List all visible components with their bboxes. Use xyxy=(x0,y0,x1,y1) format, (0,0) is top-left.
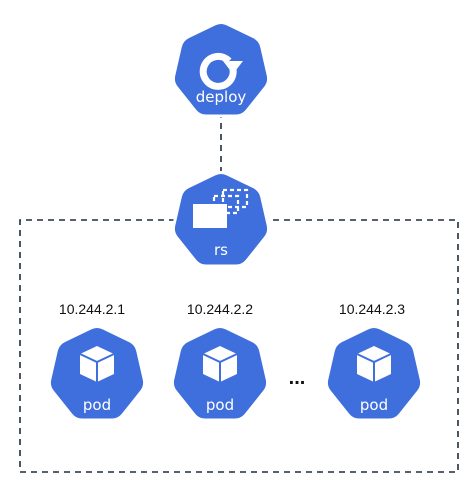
pod-node-2[interactable]: pod xyxy=(170,325,270,422)
pod-ip-label: 10.244.2.3 xyxy=(339,301,405,317)
deploy-label: deploy xyxy=(196,88,247,106)
pod-label: pod xyxy=(360,396,388,414)
cube-icon xyxy=(202,346,238,382)
replicaset-icon xyxy=(193,188,249,228)
rs-node[interactable]: rs xyxy=(171,171,271,268)
cube-icon xyxy=(79,346,115,382)
rs-label: rs xyxy=(214,241,228,259)
cube-icon xyxy=(356,346,392,382)
deploy-heptagon xyxy=(171,21,271,118)
pod-ip-label: 10.244.2.2 xyxy=(187,301,253,317)
more-pods-ellipsis: ... xyxy=(289,367,306,389)
refresh-icon xyxy=(199,52,243,90)
pod-label: pod xyxy=(83,396,111,414)
pod-label: pod xyxy=(206,396,234,414)
pod-ip-label: 10.244.2.1 xyxy=(59,301,125,317)
pod-node-3[interactable]: pod xyxy=(324,325,424,422)
deploy-node[interactable]: deploy xyxy=(171,21,271,118)
pod-node-1[interactable]: pod xyxy=(47,325,147,422)
